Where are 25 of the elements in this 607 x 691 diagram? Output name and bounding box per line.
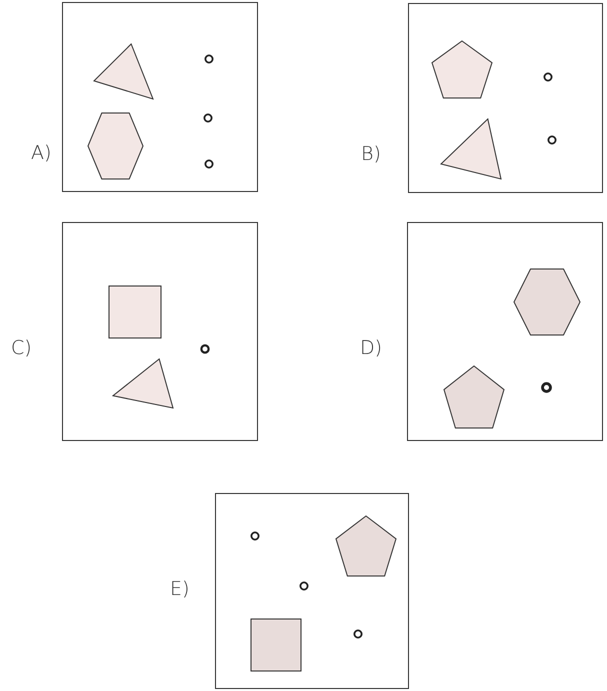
pentagon [432,41,492,98]
small-circle [203,113,213,123]
option-label: B) [361,143,381,165]
small-circle [547,135,557,145]
pentagon [444,366,504,428]
small-circle [204,159,214,169]
triangle [113,359,173,408]
option-label: D) [360,337,382,359]
small-circle [543,72,553,82]
small-circle [299,581,309,591]
small-circle [541,382,552,393]
triangle [94,44,153,99]
hexagon [88,113,143,179]
triangle [441,119,501,179]
small-circle [200,344,210,354]
square [109,286,161,338]
small-circle [250,531,260,541]
option-label: A) [31,142,52,164]
pentagon [336,516,396,576]
option-label: C) [11,337,32,359]
hexagon [514,269,580,335]
option-label: E) [170,578,190,600]
small-circle [353,629,363,639]
square [251,619,301,671]
small-circle [204,54,214,64]
